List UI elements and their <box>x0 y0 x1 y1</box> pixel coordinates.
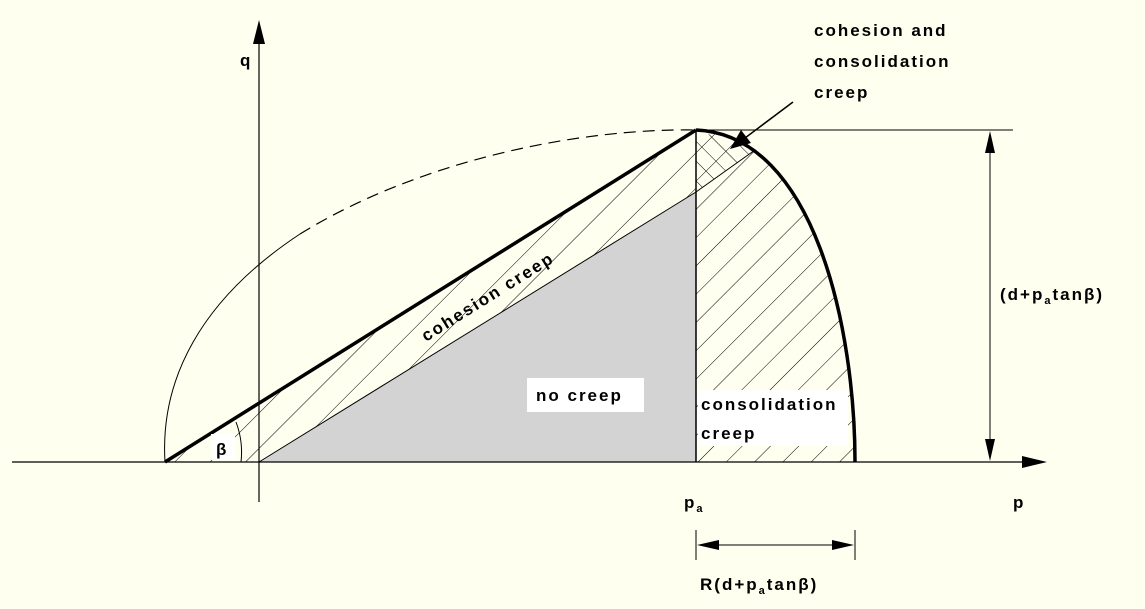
corner-divider-line <box>695 149 756 193</box>
beta-label: β <box>216 440 228 459</box>
p-axis-arrowhead <box>1022 456 1047 468</box>
q-axis-arrowhead <box>253 20 265 44</box>
cap-ellipse-dashed-arc <box>299 129 697 235</box>
height-dimension-open: (d+p <box>1000 285 1044 304</box>
pa-label-subscript: a <box>696 503 704 515</box>
width-dimension-close: tanβ) <box>767 575 819 594</box>
width-dimension-subscript: a <box>759 585 767 597</box>
beta-label-bg <box>211 434 235 460</box>
failure-line <box>164 128 697 464</box>
no-creep-label-bg <box>527 378 644 412</box>
consolidation-creep-region <box>696 130 855 462</box>
beta-angle-arc <box>235 421 243 463</box>
consolidation-creep-label-line1: consolidation <box>701 395 838 414</box>
width-arrow-left <box>697 540 719 550</box>
q-axis-label: q <box>240 51 252 70</box>
consolidation-label-bg <box>698 390 848 446</box>
callout-label-line1: cohesion and <box>814 21 948 40</box>
height-dimension-subscript: a <box>1044 295 1052 307</box>
callout-label-line3: creep <box>814 83 869 102</box>
no-creep-label: no creep <box>536 386 623 405</box>
width-dimension-open: R(d+p <box>700 575 759 594</box>
height-arrow-bottom <box>985 439 995 461</box>
callout-arrowhead <box>730 130 751 149</box>
height-dimension-label: (d+patanβ) <box>1000 285 1104 307</box>
cap-ellipse-solid-arc <box>164 233 301 463</box>
callout-arrow-line <box>744 101 794 139</box>
consolidation-creep-label-line2: creep <box>701 424 756 443</box>
pa-label: pa <box>684 493 705 515</box>
p-axis-label: p <box>1013 493 1025 512</box>
callout-label-line2: consolidation <box>814 52 951 71</box>
width-arrow-right <box>832 540 854 550</box>
inner-cohesion-line <box>258 191 697 463</box>
width-dimension-label: R(d+patanβ) <box>700 575 818 597</box>
height-arrow-top <box>985 131 995 153</box>
height-dimension-close: tanβ) <box>1052 285 1104 304</box>
pa-label-main: p <box>684 493 696 512</box>
